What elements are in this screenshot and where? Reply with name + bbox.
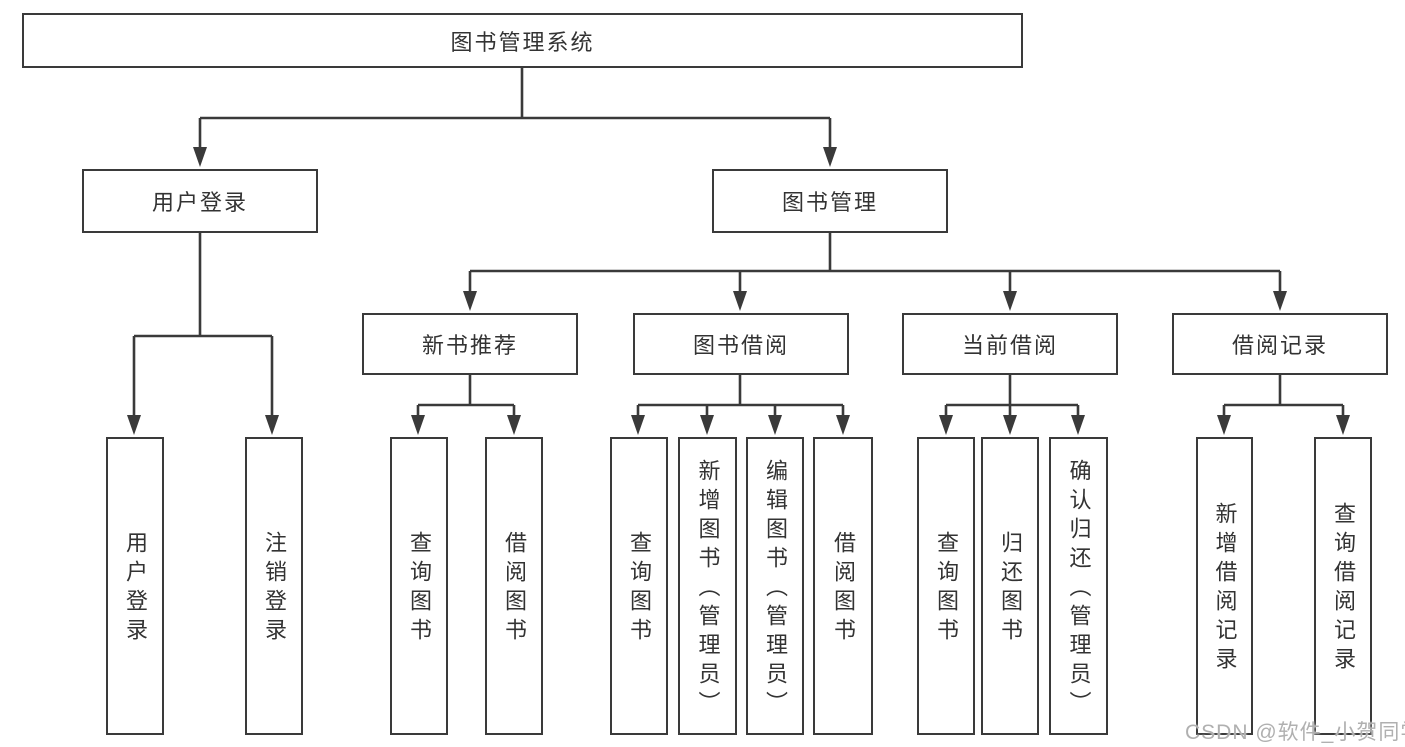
leaf-current-query-book-label: 查询图书 xyxy=(934,531,959,647)
node-user-login-label: 用户登录 xyxy=(151,190,248,215)
leaf-return-book: 归还图书 xyxy=(981,437,1039,735)
leaf-user-login-label: 用户登录 xyxy=(123,531,148,647)
node-current-borrow-label: 当前借阅 xyxy=(961,333,1058,358)
leaf-add-book-admin-label: 新增图书（管理员） xyxy=(695,458,721,720)
leaf-borrow-book-label: 借阅图书 xyxy=(831,531,856,647)
node-current-borrow: 当前借阅 xyxy=(902,313,1118,375)
leaf-logout-label: 注销登录 xyxy=(262,531,287,647)
leaf-query-borrow-record: 查询借阅记录 xyxy=(1314,437,1372,735)
node-new-book-recommend: 新书推荐 xyxy=(362,313,578,375)
node-new-book-recommend-label: 新书推荐 xyxy=(421,333,518,358)
leaf-user-login: 用户登录 xyxy=(106,437,164,735)
leaf-return-book-label: 归还图书 xyxy=(998,531,1023,647)
watermark-text: CSDN @软件_小贺同学 xyxy=(1185,721,1405,744)
leaf-query-borrow-record-label: 查询借阅记录 xyxy=(1331,502,1356,676)
node-borrow-records-label: 借阅记录 xyxy=(1231,333,1328,358)
node-borrow-records: 借阅记录 xyxy=(1172,313,1388,375)
leaf-edit-book-admin-label: 编辑图书（管理员） xyxy=(763,458,788,720)
node-user-login: 用户登录 xyxy=(82,169,318,233)
leaf-edit-book-admin: 编辑图书（管理员） xyxy=(746,437,804,735)
node-root-system-label: 图书管理系统 xyxy=(450,29,595,55)
node-book-management-label: 图书管理 xyxy=(781,190,878,215)
leaf-recommend-borrow-book-label: 借阅图书 xyxy=(502,531,527,647)
leaf-borrow-book: 借阅图书 xyxy=(813,437,873,735)
node-book-management: 图书管理 xyxy=(712,169,948,233)
node-book-borrow: 图书借阅 xyxy=(633,313,849,375)
leaf-confirm-return-admin: 确认归还（管理员） xyxy=(1049,437,1108,735)
leaf-recommend-query-book-label: 查询图书 xyxy=(407,531,432,647)
leaf-add-borrow-record-label: 新增借阅记录 xyxy=(1212,502,1238,676)
leaf-add-book-admin: 新增图书（管理员） xyxy=(678,437,737,735)
node-root-system: 图书管理系统 xyxy=(22,13,1023,68)
leaf-recommend-borrow-book: 借阅图书 xyxy=(485,437,543,735)
leaf-add-borrow-record: 新增借阅记录 xyxy=(1196,437,1253,735)
leaf-current-query-book: 查询图书 xyxy=(917,437,975,735)
node-book-borrow-label: 图书借阅 xyxy=(692,333,789,358)
leaf-confirm-return-admin-label: 确认归还（管理员） xyxy=(1066,458,1092,720)
leaf-logout: 注销登录 xyxy=(245,437,303,735)
leaf-borrow-query-book-label: 查询图书 xyxy=(627,531,652,647)
leaf-borrow-query-book: 查询图书 xyxy=(610,437,668,735)
arrowheads xyxy=(127,147,1350,435)
watermark: CSDN @软件_小贺同学 xyxy=(1185,716,1405,746)
leaf-recommend-query-book: 查询图书 xyxy=(390,437,448,735)
